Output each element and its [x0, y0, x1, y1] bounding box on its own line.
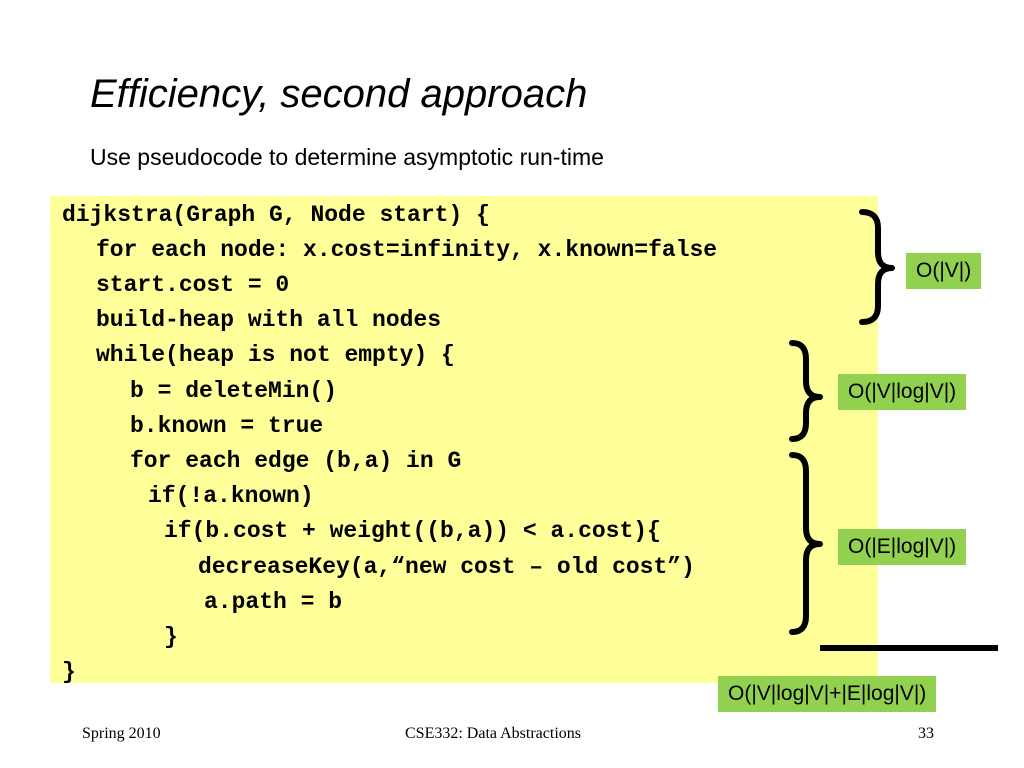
heap-loop-complexity-badge: O(|V|log|V|) [838, 374, 967, 410]
code-line-2: for each node: x.cost=infinity, x.known=… [96, 237, 718, 263]
code-line-6: b = deleteMin() [130, 378, 338, 404]
code-line-4: build-heap with all nodes [96, 307, 442, 333]
init-complexity-badge: O(|V|) [906, 253, 982, 289]
heap-loop-bracket [789, 340, 823, 442]
code-line-11: decreaseKey(a,“new cost – old cost”) [198, 554, 695, 580]
edge-loop-bracket [789, 452, 823, 635]
code-line-12: a.path = b [204, 589, 343, 615]
code-line-13: } [164, 624, 178, 650]
footer-course: CSE332: Data Abstractions [405, 725, 581, 742]
code-line-1: dijkstra(Graph G, Node start) { [62, 202, 490, 228]
slide-title: Efficiency, second approach [90, 72, 588, 116]
footer-date: Spring 2010 [82, 725, 161, 742]
footer-page-number: 33 [918, 725, 934, 742]
code-line-9: if(!a.known) [148, 483, 314, 509]
code-line-14: } [62, 659, 76, 685]
code-line-8: for each edge (b,a) in G [130, 448, 462, 474]
init-bracket [859, 209, 895, 325]
code-line-10: if(b.cost + weight((b,a)) < a.cost){ [164, 518, 661, 544]
code-line-3: start.cost = 0 [96, 272, 290, 298]
total-complexity-badge: O(|V|log|V|+|E|log|V|) [718, 676, 937, 712]
slide-subtitle: Use pseudocode to determine asymptotic r… [90, 144, 604, 170]
edge-loop-complexity-badge: O(|E|log|V|) [838, 529, 967, 565]
code-line-7: b.known = true [130, 413, 324, 439]
code-block [50, 196, 878, 683]
code-line-5: while(heap is not empty) { [96, 342, 455, 368]
